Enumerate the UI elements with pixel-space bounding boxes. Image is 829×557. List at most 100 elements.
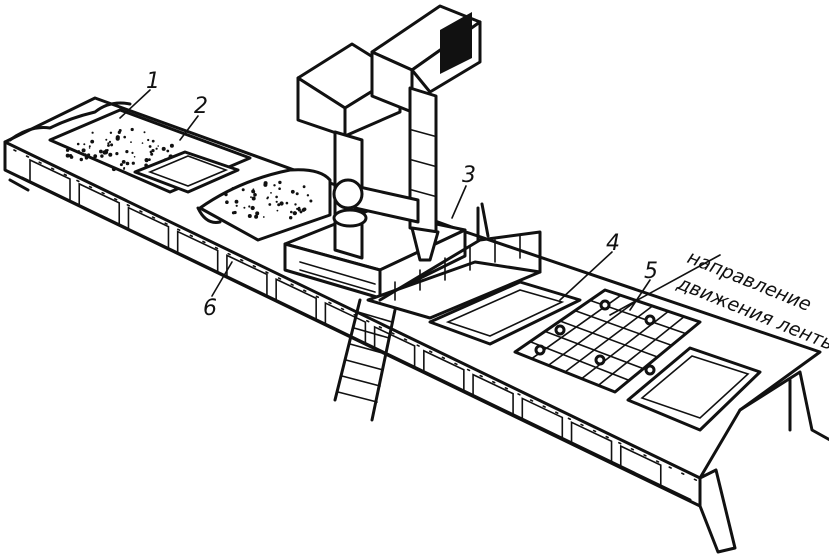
sand-speck [276, 209, 279, 212]
sand-speck [251, 196, 256, 201]
duct-system [296, 4, 482, 262]
sand-speck [133, 156, 136, 158]
frame-window [472, 373, 514, 417]
sand-speck [248, 205, 251, 208]
stair-treads [337, 311, 393, 403]
sand-speck [297, 206, 301, 210]
sand-speck [166, 149, 170, 153]
sand-speck [295, 212, 298, 214]
label-5: 5 [644, 259, 658, 284]
sand-speck [150, 152, 154, 156]
leader-5 [629, 279, 651, 311]
frame-window [78, 182, 121, 227]
pallet-end [626, 346, 762, 432]
mesh-node [599, 299, 611, 311]
sand-speck [294, 203, 297, 206]
sand-speck [79, 157, 84, 162]
sand-speck [88, 145, 91, 148]
frame-window [570, 421, 613, 465]
duct-right-shade [440, 12, 472, 74]
pallet-2-inner [147, 155, 229, 187]
callout-leaders [119, 89, 721, 316]
sand-speck [169, 143, 174, 148]
sand-speck [69, 155, 74, 159]
sand-speck [275, 195, 278, 199]
sand-speck [76, 142, 80, 146]
sand-speck [290, 189, 295, 194]
sand-speck [278, 180, 282, 185]
sand-speck [247, 181, 250, 184]
sand-speck [290, 210, 293, 214]
mesh-node [644, 364, 656, 376]
pipe-elbow-left [332, 178, 364, 210]
sand-speck [151, 139, 155, 143]
sand-speck [267, 196, 269, 199]
sand-speck [100, 154, 104, 158]
frame-window [373, 325, 416, 370]
sand-speck [93, 154, 98, 159]
sand-speck [270, 192, 272, 194]
pallet-end-inner [640, 355, 750, 419]
pallet-right-mesh [513, 288, 702, 394]
leader-6 [211, 261, 233, 297]
mesh-line [597, 315, 685, 387]
sand-speck [148, 158, 151, 162]
mesh-node [594, 354, 606, 366]
pallet-4-inner [445, 289, 565, 337]
sand-speck [163, 147, 166, 150]
sand-speck [143, 131, 146, 134]
sand-speck [289, 216, 293, 220]
sand-speck [119, 163, 123, 167]
frame-window [29, 158, 71, 203]
sand-speck [268, 203, 272, 206]
conveyor-frame [3, 96, 829, 554]
leader-3 [451, 185, 467, 219]
sand-speck [155, 147, 158, 150]
label-2: 2 [194, 94, 208, 119]
sand-speck [111, 167, 116, 172]
sand-speck [130, 141, 132, 144]
sand-speck [91, 131, 94, 134]
sand-speck [273, 184, 276, 187]
sand-speck [224, 192, 228, 197]
sand-speck [121, 160, 126, 164]
sand-speck [302, 207, 307, 211]
sand-speck [144, 158, 149, 163]
sand-speck [299, 210, 303, 214]
sand-speck [157, 145, 159, 147]
sand-speck [108, 152, 113, 157]
sand-speck [263, 181, 268, 186]
sand-speck [84, 153, 87, 156]
sand-speck [243, 206, 246, 209]
sand-speck [90, 139, 95, 144]
frame-window [324, 301, 367, 346]
pipe-right-rings [411, 129, 435, 197]
sand-speck [250, 205, 255, 211]
left-end-tick [8, 178, 30, 192]
sand-speck [306, 194, 310, 197]
sand-speck [225, 200, 229, 204]
service-platform [333, 202, 542, 422]
frame-window [127, 206, 170, 250]
sand-speck [107, 144, 110, 147]
frame-window [275, 277, 317, 322]
platform-post [476, 202, 490, 242]
sand-speck [109, 131, 113, 134]
sand-speck [302, 185, 306, 189]
sand-speck [131, 161, 135, 165]
sand-speck [65, 153, 70, 158]
sand-speck [123, 135, 126, 139]
right-leg-front [698, 468, 737, 554]
reinforcement-mesh [529, 294, 687, 387]
sand-speck [234, 199, 239, 204]
frame-window [423, 349, 465, 394]
pipe-left-collar [332, 208, 368, 228]
sand-speck [123, 167, 125, 170]
sand-speck [110, 143, 114, 147]
sand-speck [131, 151, 134, 154]
sand-speck [253, 193, 257, 197]
right-leg-back [738, 370, 829, 442]
sand-speck [255, 211, 260, 216]
pallet-left-mold [133, 150, 240, 194]
